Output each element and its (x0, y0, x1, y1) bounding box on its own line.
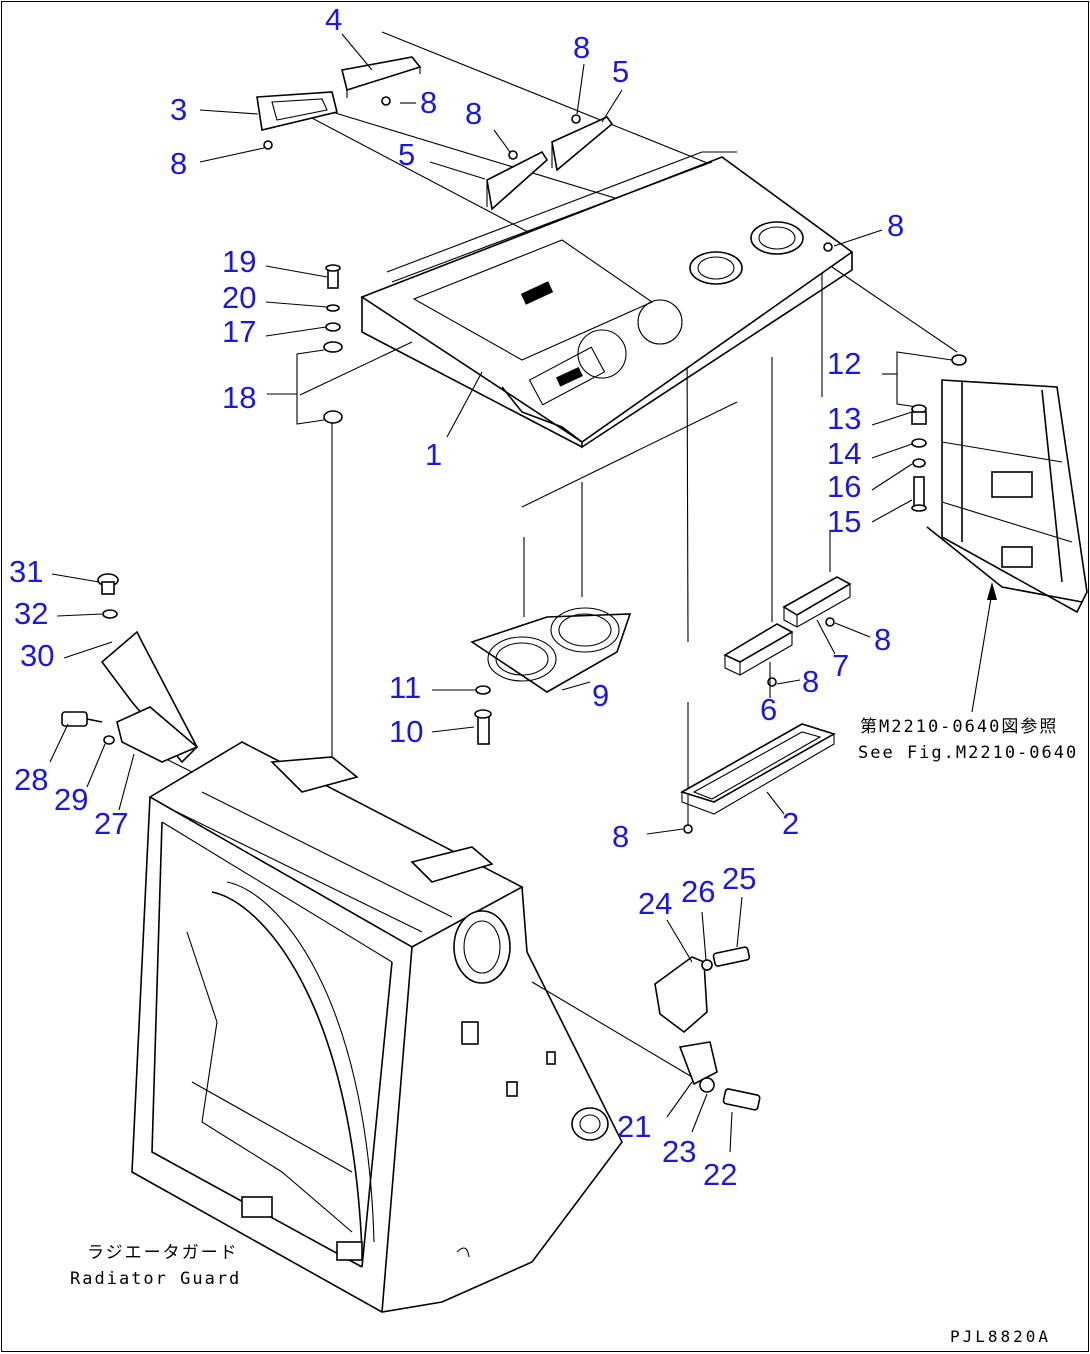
callout-8: 8 (612, 819, 629, 854)
callout-10: 10 (389, 714, 423, 749)
callout-labels: 4 8 5 3 8 8 5 8 8 19 20 17 18 1 12 13 14… (9, 2, 904, 1192)
part-6-bar (723, 623, 794, 676)
callout-24: 24 (638, 886, 672, 921)
callout-8: 8 (874, 622, 891, 657)
callout-29: 29 (54, 782, 88, 817)
bolt-10-11 (474, 685, 492, 745)
leader-lines (151, 31, 958, 1078)
callout-27: 27 (94, 806, 128, 841)
callout-12: 12 (827, 346, 861, 381)
part-2-step (680, 723, 836, 815)
part-9-gasket (470, 607, 632, 693)
callout-13: 13 (827, 401, 861, 436)
callout-19: 19 (222, 244, 256, 279)
bolt-stack-17-20 (323, 264, 343, 424)
callout-21: 21 (617, 1109, 651, 1144)
nuts-8 (263, 96, 835, 834)
callout-8: 8 (802, 664, 819, 699)
callout-8: 8 (465, 96, 482, 131)
part-4-plate (341, 56, 422, 98)
callout-20: 20 (222, 280, 256, 315)
callout-2: 2 (782, 806, 799, 841)
bracket-21-26 (654, 946, 761, 1111)
see-figure-note-jp: 第M2210-0640図参照 (860, 717, 1058, 737)
part-5-bar-left (486, 150, 549, 211)
callout-3: 3 (170, 92, 187, 127)
callout-31: 31 (9, 554, 43, 589)
callout-23: 23 (662, 1134, 696, 1169)
part-7-bar (782, 576, 852, 628)
callout-11: 11 (389, 670, 421, 705)
callout-7: 7 (832, 648, 849, 683)
callout-6: 6 (760, 692, 777, 727)
callout-15: 15 (827, 504, 861, 539)
callout-25: 25 (722, 861, 756, 896)
bolt-stack-12-16 (911, 354, 967, 512)
callout-28: 28 (14, 762, 48, 797)
callout-17: 17 (222, 314, 256, 349)
callout-14: 14 (827, 436, 861, 471)
callout-26: 26 (681, 874, 715, 909)
callout-5: 5 (398, 137, 415, 172)
drawing-code: PJL8820A (950, 1327, 1051, 1346)
bracket-27-32 (61, 573, 199, 764)
callout-18: 18 (222, 380, 256, 415)
callout-8: 8 (170, 146, 187, 181)
callout-8: 8 (573, 30, 590, 65)
callout-16: 16 (827, 469, 861, 504)
callout-9: 9 (592, 678, 609, 713)
right-support-frame (926, 379, 1088, 614)
callout-30: 30 (20, 638, 54, 673)
see-figure-note-en: See Fig.M2210-0640 (858, 743, 1078, 763)
part-5-bar-right (551, 115, 614, 172)
radiator-guard-label-jp: ラジエータガード (87, 1243, 239, 1263)
radiator-guard-label-en: Radiator Guard (70, 1269, 241, 1289)
callout-8: 8 (887, 208, 904, 243)
radiator-guard-frame (131, 741, 623, 1313)
part-3-plate (256, 91, 338, 131)
callout-4: 4 (325, 2, 342, 37)
callout-8: 8 (420, 85, 437, 120)
reference-notes: 第M2210-0640図参照 See Fig.M2210-0640 ラジエータガ… (70, 717, 1078, 1346)
callout-5: 5 (612, 54, 629, 89)
callout-1: 1 (425, 437, 442, 472)
part-1-top-cover (360, 151, 854, 449)
callout-32: 32 (14, 596, 48, 631)
callout-22: 22 (703, 1157, 737, 1192)
callout-leaders (49, 33, 997, 1153)
